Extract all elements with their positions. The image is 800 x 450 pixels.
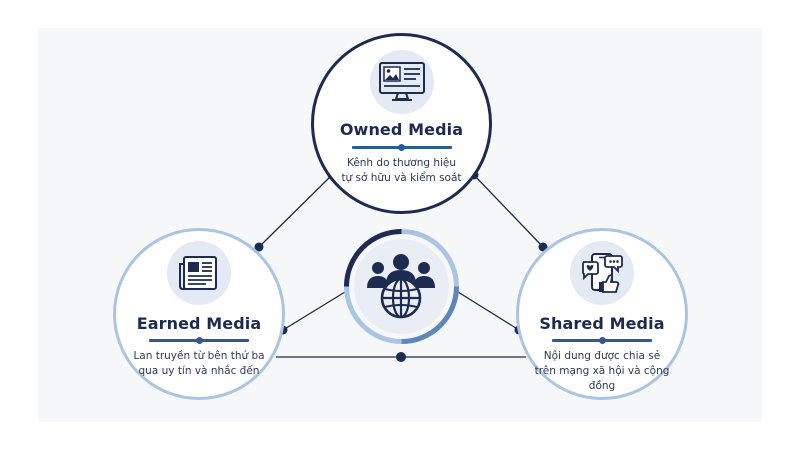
earned-desc-line-2: qua uy tín và nhắc đến [138, 365, 260, 377]
title-underline [552, 337, 652, 344]
junction-dot [396, 352, 406, 362]
people-globe-icon [367, 254, 435, 319]
newspaper-icon [179, 256, 217, 290]
monitor-image-icon [378, 62, 425, 101]
earned-media-description: Lan truyền từ bên thứ ba qua uy tín và n… [126, 349, 272, 379]
shared-media-node: Shared Media Nội dung được chia sẻ trên … [516, 228, 688, 400]
connector-owned-shared [473, 174, 544, 248]
connector-hub-earned [282, 291, 346, 331]
shared-media-description: Nội dung được chia sẻ trên mạng xã hội v… [529, 349, 675, 394]
central-hub [343, 228, 460, 345]
hub-ring [344, 229, 459, 344]
earned-media-node: Earned Media Lan truyền từ bên thứ ba qu… [113, 228, 285, 400]
earned-icon-bubble [167, 241, 231, 305]
owned-icon-bubble [369, 50, 434, 114]
owned-desc-line-2: tự sở hữu và kiểm soát [341, 172, 462, 184]
owned-media-title: Owned Media [339, 120, 464, 139]
owned-media-description: Kênh do thương hiệu tự sở hữu và kiểm so… [324, 156, 479, 186]
shared-icon-bubble [570, 241, 634, 305]
earned-media-title: Earned Media [136, 314, 262, 333]
owned-desc-line-1: Kênh do thương hiệu [346, 157, 457, 169]
shared-media-title: Shared Media [539, 314, 665, 333]
shared-desc-line-1: Nội dung được chia sẻ [543, 350, 661, 362]
phone-social-icon [582, 253, 623, 293]
junction-dot [254, 242, 264, 252]
connector-hub-shared [457, 291, 520, 331]
connector-owned-earned [258, 174, 333, 248]
title-underline [351, 144, 452, 151]
earned-desc-line-1: Lan truyền từ bên thứ ba [133, 350, 265, 362]
title-underline [149, 337, 249, 344]
owned-media-node: Owned Media Kênh do thương hiệu tự sở hữ… [311, 33, 492, 214]
shared-desc-line-2: trên mạng xã hội và cộng đồng [534, 365, 670, 392]
